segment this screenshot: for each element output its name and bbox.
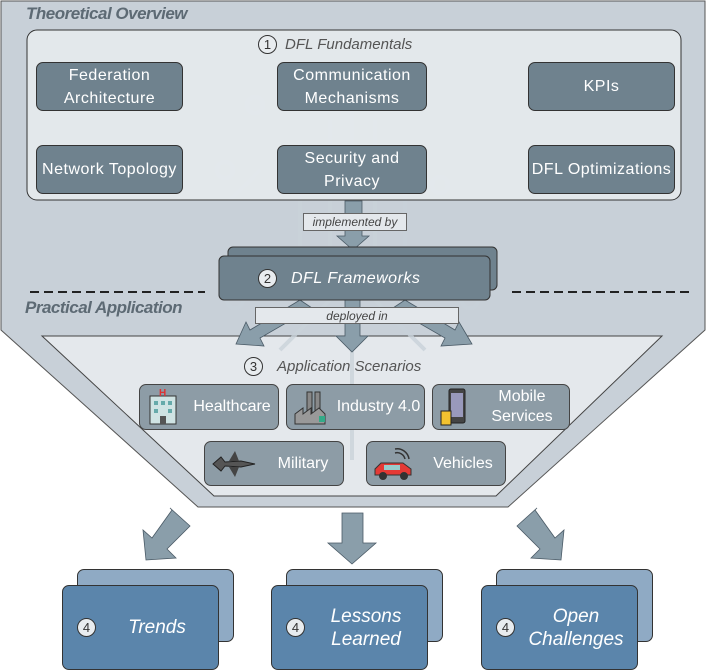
- scenario-industry: Industry 4.0: [286, 384, 425, 430]
- box-dfl-optimizations: DFL Optimizations: [528, 145, 675, 194]
- box-kpis: KPIs: [528, 62, 675, 111]
- box-communication-mechanisms: Communication Mechanisms: [277, 62, 427, 111]
- big-arrow-left-icon: [142, 507, 191, 561]
- step-number: 1: [258, 35, 277, 54]
- scenario-healthcare: H Healthcare: [139, 384, 279, 430]
- step-number: 4: [496, 618, 515, 637]
- fighter-jet-icon: [212, 450, 256, 477]
- frameworks-header: 2 DFL Frameworks: [258, 269, 420, 288]
- section-theoretical-overview: Theoretical Overview: [26, 4, 188, 23]
- big-arrow-down-icon: [326, 512, 378, 565]
- scenarios-title: Application Scenarios: [277, 358, 422, 375]
- label-deployed-in: deployed in: [255, 307, 459, 324]
- big-arrow-right-icon: [516, 507, 565, 561]
- step-number: 3: [244, 357, 263, 376]
- box-network-topology: Network Topology: [36, 145, 183, 194]
- box-federation-architecture: Federation Architecture: [36, 62, 183, 111]
- scenario-military: Military: [204, 441, 344, 486]
- scenario-mobile-services: Mobile Services: [432, 384, 570, 430]
- scenarios-header: 3 Application Scenarios: [244, 357, 421, 376]
- fundamentals-header: 1 DFL Fundamentals: [258, 35, 412, 54]
- scenario-vehicles: Vehicles: [366, 441, 506, 486]
- fundamentals-title: DFL Fundamentals: [285, 36, 413, 53]
- label-implemented-by: implemented by: [303, 213, 407, 231]
- frameworks-front: [218, 255, 491, 301]
- smartphone-icon: [440, 388, 466, 426]
- factory-icon: [294, 391, 326, 425]
- svg-text:H: H: [159, 388, 166, 399]
- connected-car-icon: [374, 447, 412, 480]
- hospital-icon: H: [149, 388, 177, 425]
- box-security-privacy: Security and Privacy: [277, 145, 427, 194]
- frameworks-title: DFL Frameworks: [291, 269, 421, 287]
- step-number: 4: [286, 618, 305, 637]
- section-practical-application: Practical Application: [25, 298, 183, 317]
- step-number: 4: [77, 618, 96, 637]
- step-number: 2: [258, 269, 277, 288]
- fundamentals-panel: [26, 29, 682, 201]
